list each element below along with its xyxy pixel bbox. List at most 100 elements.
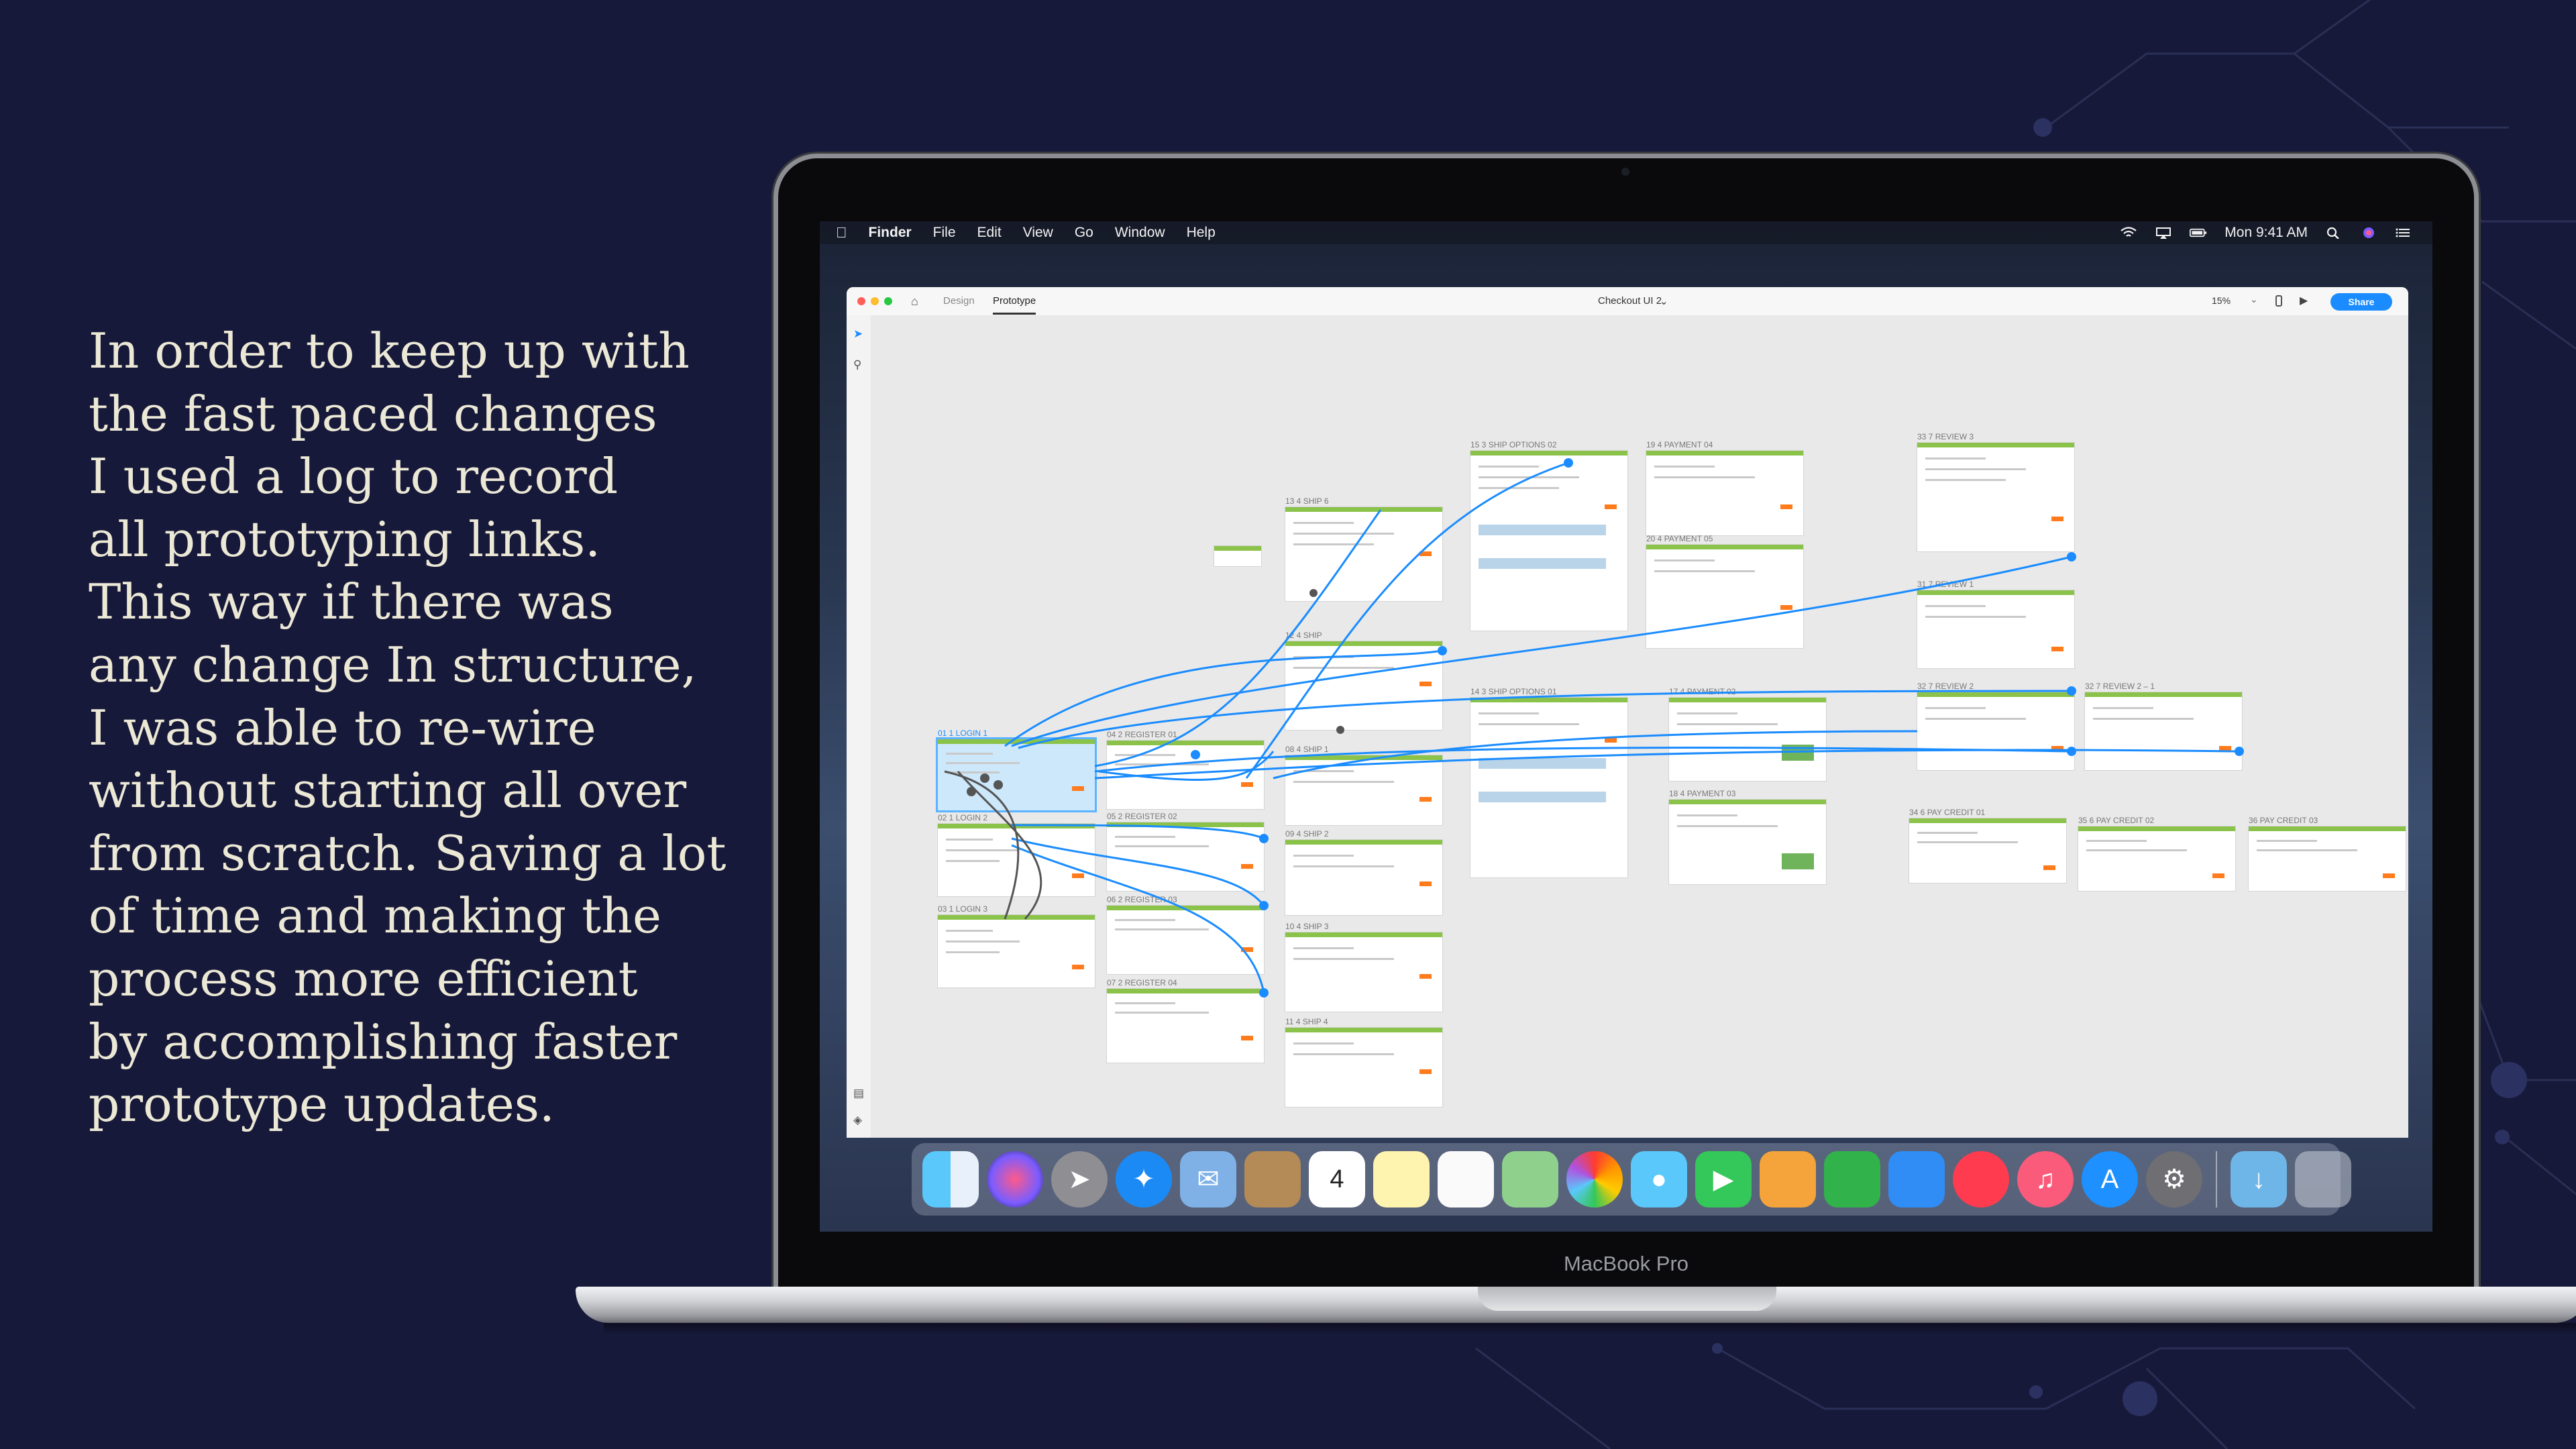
artboard-label[interactable]: 09 4 SHIP 2 — [1285, 829, 1329, 839]
facetime-icon[interactable]: ▶ — [1695, 1151, 1752, 1208]
artboard-label[interactable]: 35 6 PAY CREDIT 02 — [2078, 816, 2155, 825]
device-preview-icon[interactable] — [2275, 295, 2282, 307]
layers-icon[interactable]: ◈ — [853, 1114, 863, 1126]
wifi-icon[interactable] — [2120, 227, 2137, 239]
airplay-icon[interactable] — [2155, 227, 2172, 239]
assets-icon[interactable]: ▤ — [853, 1087, 865, 1099]
menu-app-name[interactable]: Finder — [857, 225, 912, 240]
artboard-label[interactable]: 11 4 SHIP 4 — [1285, 1017, 1328, 1026]
artboard-label[interactable]: 18 4 PAYMENT 03 — [1669, 789, 1736, 798]
artboard-label[interactable]: 36 PAY CREDIT 03 — [2249, 816, 2318, 825]
artboard-payment-03[interactable] — [1669, 800, 1826, 884]
artboard-label[interactable]: 31 7 REVIEW 1 — [1917, 580, 1974, 589]
menu-edit[interactable]: Edit — [966, 225, 1002, 240]
artboard-review-2-1[interactable] — [2085, 692, 2242, 770]
app-store-icon[interactable]: A — [2082, 1151, 2138, 1208]
messages-icon[interactable]: ● — [1631, 1151, 1687, 1208]
home-icon[interactable]: ⌂ — [911, 294, 918, 308]
play-icon[interactable]: ▶ — [2300, 295, 2308, 307]
spotlight-icon[interactable] — [2325, 227, 2343, 239]
artboard-label[interactable]: 04 2 REGISTER 01 — [1107, 730, 1177, 739]
artboard-ship[interactable] — [1285, 641, 1442, 730]
keynote-icon[interactable] — [1888, 1151, 1945, 1208]
artboard-label[interactable]: 14 3 SHIP OPTIONS 01 — [1470, 687, 1557, 696]
prototype-canvas[interactable]: 01 1 LOGIN 1 02 1 LOGIN 2 03 1 LOGIN 3 0… — [871, 315, 2408, 1138]
artboard-label[interactable]: 10 4 SHIP 3 — [1285, 922, 1329, 931]
mail-icon[interactable]: ✉ — [1180, 1151, 1236, 1208]
maps-icon[interactable] — [1502, 1151, 1558, 1208]
artboard-label[interactable]: 05 2 REGISTER 02 — [1107, 812, 1177, 821]
document-title[interactable]: Checkout UI 2 — [1598, 295, 1662, 307]
artboard-label[interactable]: 12 4 SHIP — [1285, 631, 1322, 640]
artboard-pay-credit-02[interactable] — [2078, 826, 2235, 891]
artboard-label[interactable]: 02 1 LOGIN 2 — [938, 813, 988, 822]
zoom-dropdown-icon[interactable]: ⌄ — [2250, 294, 2258, 305]
artboard-label[interactable]: 13 4 SHIP 6 — [1285, 496, 1329, 506]
share-button[interactable]: Share — [2330, 293, 2392, 311]
menu-go[interactable]: Go — [1063, 225, 1093, 240]
artboard-ship-options-01[interactable] — [1470, 698, 1627, 877]
artboard-pay-credit-03[interactable] — [2249, 826, 2406, 891]
safari-icon[interactable]: ✦ — [1116, 1151, 1172, 1208]
artboard-label[interactable]: 20 4 PAYMENT 05 — [1646, 534, 1713, 543]
notification-center-icon[interactable] — [2395, 227, 2412, 239]
artboard-label[interactable]: 03 1 LOGIN 3 — [938, 904, 988, 914]
menu-view[interactable]: View — [1012, 225, 1053, 240]
artboard-label[interactable]: 08 4 SHIP 1 — [1285, 745, 1329, 754]
artboard-ship-options-02[interactable] — [1470, 451, 1627, 631]
artboard-login-2[interactable] — [938, 824, 1095, 896]
artboard-pay-credit-01[interactable] — [1909, 818, 2066, 883]
artboard-ship-1[interactable] — [1285, 755, 1442, 825]
finder-icon[interactable] — [922, 1151, 979, 1208]
artboard-payment-02[interactable] — [1669, 698, 1826, 781]
artboard-label[interactable]: 32 7 REVIEW 2 – 1 — [2085, 682, 2155, 691]
artboard-review-1[interactable] — [1917, 590, 2074, 668]
photos-icon[interactable] — [1566, 1151, 1623, 1208]
artboard-mini[interactable] — [1214, 546, 1261, 566]
launchpad-icon[interactable]: ➤ — [1051, 1151, 1108, 1208]
music-icon[interactable]: ♫ — [2017, 1151, 2074, 1208]
artboard-ship-6[interactable] — [1285, 507, 1442, 601]
battery-icon[interactable] — [2190, 227, 2207, 239]
tab-design[interactable]: Design — [943, 295, 975, 307]
tab-prototype[interactable]: Prototype — [993, 295, 1036, 315]
siri-icon[interactable] — [987, 1151, 1043, 1208]
zoom-window-button[interactable] — [884, 297, 892, 305]
menu-file[interactable]: File — [922, 225, 956, 240]
artboard-payment-04[interactable] — [1646, 451, 1803, 535]
contacts-icon[interactable] — [1244, 1151, 1301, 1208]
news-icon[interactable] — [1953, 1151, 2009, 1208]
pages-icon[interactable] — [1760, 1151, 1816, 1208]
menu-window[interactable]: Window — [1104, 225, 1165, 240]
artboard-ship-4[interactable] — [1285, 1028, 1442, 1107]
downloads-folder-icon[interactable]: ↓ — [2231, 1151, 2287, 1208]
notes-icon[interactable] — [1373, 1151, 1430, 1208]
menu-help[interactable]: Help — [1175, 225, 1216, 240]
artboard-label[interactable]: 32 7 REVIEW 2 — [1917, 682, 1974, 691]
artboard-register-04[interactable] — [1107, 989, 1264, 1063]
artboard-label[interactable]: 06 2 REGISTER 03 — [1107, 895, 1177, 904]
artboard-label[interactable]: 19 4 PAYMENT 04 — [1646, 440, 1713, 449]
artboard-register-02[interactable] — [1107, 822, 1264, 891]
artboard-label[interactable]: 01 1 LOGIN 1 — [938, 729, 988, 738]
system-preferences-icon[interactable]: ⚙ — [2146, 1151, 2202, 1208]
apple-icon[interactable]:  — [836, 224, 847, 241]
artboard-payment-05[interactable] — [1646, 545, 1803, 648]
reminders-icon[interactable] — [1438, 1151, 1494, 1208]
chevron-down-icon[interactable]: ⌄ — [1660, 296, 1668, 307]
zoom-tool-icon[interactable]: ⚲ — [853, 358, 862, 371]
select-tool-icon[interactable]: ➤ — [853, 327, 863, 340]
close-window-button[interactable] — [857, 297, 865, 305]
siri-icon[interactable] — [2360, 227, 2377, 239]
trash-icon[interactable] — [2295, 1151, 2351, 1208]
artboard-label[interactable]: 34 6 PAY CREDIT 01 — [1909, 808, 1986, 817]
artboard-register-03[interactable] — [1107, 906, 1264, 974]
artboard-review-3[interactable] — [1917, 443, 2074, 551]
zoom-level[interactable]: 15% — [2212, 295, 2231, 306]
artboard-label[interactable]: 07 2 REGISTER 04 — [1107, 978, 1177, 987]
artboard-label[interactable]: 17 4 PAYMENT 02 — [1669, 687, 1736, 696]
artboard-login-1[interactable] — [938, 739, 1095, 810]
numbers-icon[interactable] — [1824, 1151, 1880, 1208]
artboard-label[interactable]: 33 7 REVIEW 3 — [1917, 432, 1974, 441]
artboard-ship-3[interactable] — [1285, 932, 1442, 1012]
